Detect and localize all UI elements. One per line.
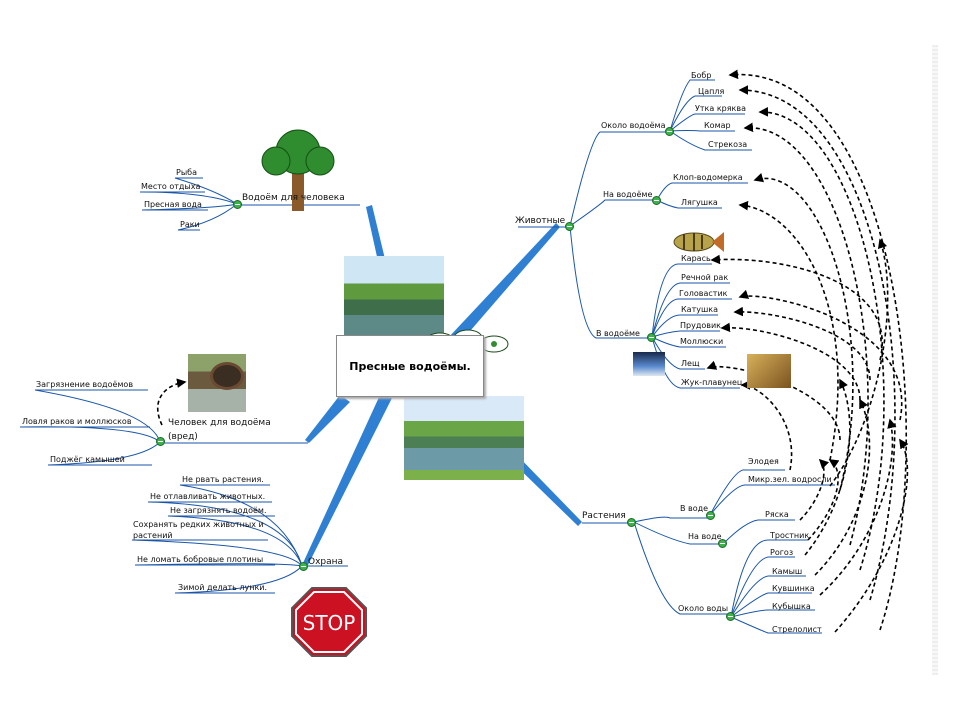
animal-near-item[interactable]: Цапля: [698, 87, 725, 96]
plant-near-item[interactable]: Стрелолист: [772, 625, 822, 634]
branch-label-human-use[interactable]: Водоём для человека: [242, 193, 345, 203]
human-use-item[interactable]: Пресная вода: [144, 200, 202, 209]
plant-in-item[interactable]: Микр.зел. водросли: [748, 475, 832, 484]
bream-photo: [633, 352, 665, 376]
protection-item[interactable]: растений: [133, 531, 173, 540]
thin-branches: [19, 79, 835, 634]
sub-branch-label-animals-near[interactable]: Около водоёма: [601, 121, 666, 130]
animal-in-item[interactable]: Лещ: [681, 359, 700, 368]
plant-near-item[interactable]: Рогоз: [770, 548, 794, 557]
central-topic[interactable]: Пресные водоёмы.: [336, 335, 484, 397]
animal-in-item[interactable]: Карась: [681, 254, 711, 263]
collapse-knob-animals[interactable]: [565, 222, 574, 231]
animal-on-item[interactable]: Клоп-водомерка: [673, 173, 743, 182]
harm-item[interactable]: Ловля раков и моллюсков: [22, 417, 132, 426]
animal-in-item[interactable]: Прудовик: [680, 321, 721, 330]
tree-icon: [261, 129, 335, 211]
collapse-knob-animals-near[interactable]: [665, 127, 674, 136]
collapse-knob-plants[interactable]: [627, 518, 636, 527]
animal-in-item[interactable]: Головастик: [679, 289, 728, 298]
protection-item[interactable]: Не рвать растения.: [182, 475, 264, 484]
protection-item[interactable]: Не ломать бобровые плотины: [137, 555, 264, 564]
branch-wedge-plants: [505, 450, 582, 526]
animal-near-item[interactable]: Стрекоза: [708, 140, 748, 149]
stop-sign-text: STOP: [303, 611, 356, 635]
plant-on-item[interactable]: Ряска: [765, 510, 789, 519]
stop-sign-icon: STOP: [291, 587, 367, 657]
animal-near-item[interactable]: Комар: [704, 121, 731, 130]
sewage-pipe-photo: [188, 354, 246, 412]
collapse-knob-animals-in[interactable]: [647, 333, 656, 342]
human-use-item[interactable]: Место отдыха: [141, 182, 201, 191]
sub-branch-label-animals-on[interactable]: На водоёме: [603, 190, 653, 199]
branch-label-protection[interactable]: Охрана: [308, 557, 344, 567]
animal-on-item[interactable]: Лягушка: [681, 198, 718, 207]
protection-item[interactable]: Зимой делать лунки.: [178, 583, 268, 592]
sub-branch-label-animals-in[interactable]: В водоёме: [596, 329, 640, 338]
pond-photo-bottom: [404, 396, 524, 480]
sub-branch-label-plants-in[interactable]: В воде: [680, 504, 709, 513]
harm-item[interactable]: Поджёг камышей: [50, 455, 125, 464]
branch-wedge-harm: [305, 395, 350, 443]
collapse-knob-plants-near[interactable]: [726, 612, 735, 621]
human-use-item[interactable]: Рыба: [176, 168, 197, 177]
vertical-scroll-strip[interactable]: [932, 45, 938, 675]
collapse-knob-protection[interactable]: [299, 562, 308, 571]
animal-near-item[interactable]: Бобр: [691, 71, 712, 80]
collapse-knob-animals-on[interactable]: [652, 196, 661, 205]
collapse-knob-plants-in[interactable]: [706, 511, 715, 520]
food-web-arrows: [156, 69, 909, 633]
plant-near-item[interactable]: Тростник: [770, 531, 810, 540]
branch-label-plants[interactable]: Растения: [582, 511, 626, 521]
plant-near-item[interactable]: Камыш: [772, 567, 803, 576]
animal-in-item[interactable]: Речной рак: [681, 273, 729, 282]
pond-photo-top: [344, 256, 444, 335]
collapse-knob-harm[interactable]: [156, 437, 165, 446]
branch-label-animals[interactable]: Животные: [515, 216, 566, 226]
central-topic-title: Пресные водоёмы.: [349, 359, 471, 373]
plant-near-item[interactable]: Кубышка: [772, 602, 811, 611]
human-use-item[interactable]: Раки: [180, 220, 200, 229]
perch-fish-icon: [673, 232, 724, 252]
collapse-knob-human-use[interactable]: [233, 200, 242, 209]
branch-wedge-protection: [303, 395, 392, 565]
animal-in-item[interactable]: Жук-плавунец: [681, 378, 743, 387]
beetle-photo: [747, 354, 791, 388]
protection-item[interactable]: Не загрязнять водоём.: [170, 506, 267, 515]
branch-wedge-animals: [448, 223, 560, 345]
harm-item[interactable]: Загрязнение водоёмов: [36, 380, 134, 389]
sub-branch-label-plants-near[interactable]: Около воды: [678, 604, 729, 613]
sub-branch-label-plants-on[interactable]: На воде: [688, 532, 722, 541]
plant-near-item[interactable]: Кувшинка: [772, 584, 815, 593]
protection-item[interactable]: Не отлавливать животных.: [150, 492, 266, 501]
protection-item[interactable]: Сохранять редких животных и: [133, 520, 264, 529]
branch-label-harm-line1[interactable]: Человек для водоёма: [168, 418, 271, 428]
collapse-knob-plants-on[interactable]: [718, 539, 727, 548]
pipe-opening-icon: [210, 362, 244, 390]
branch-label-harm-line2[interactable]: (вред): [168, 432, 198, 442]
plant-in-item[interactable]: Элодея: [748, 457, 779, 466]
animal-near-item[interactable]: Утка кряква: [695, 104, 746, 113]
animal-in-item[interactable]: Моллюски: [680, 337, 724, 346]
animal-in-item[interactable]: Катушка: [681, 305, 719, 314]
